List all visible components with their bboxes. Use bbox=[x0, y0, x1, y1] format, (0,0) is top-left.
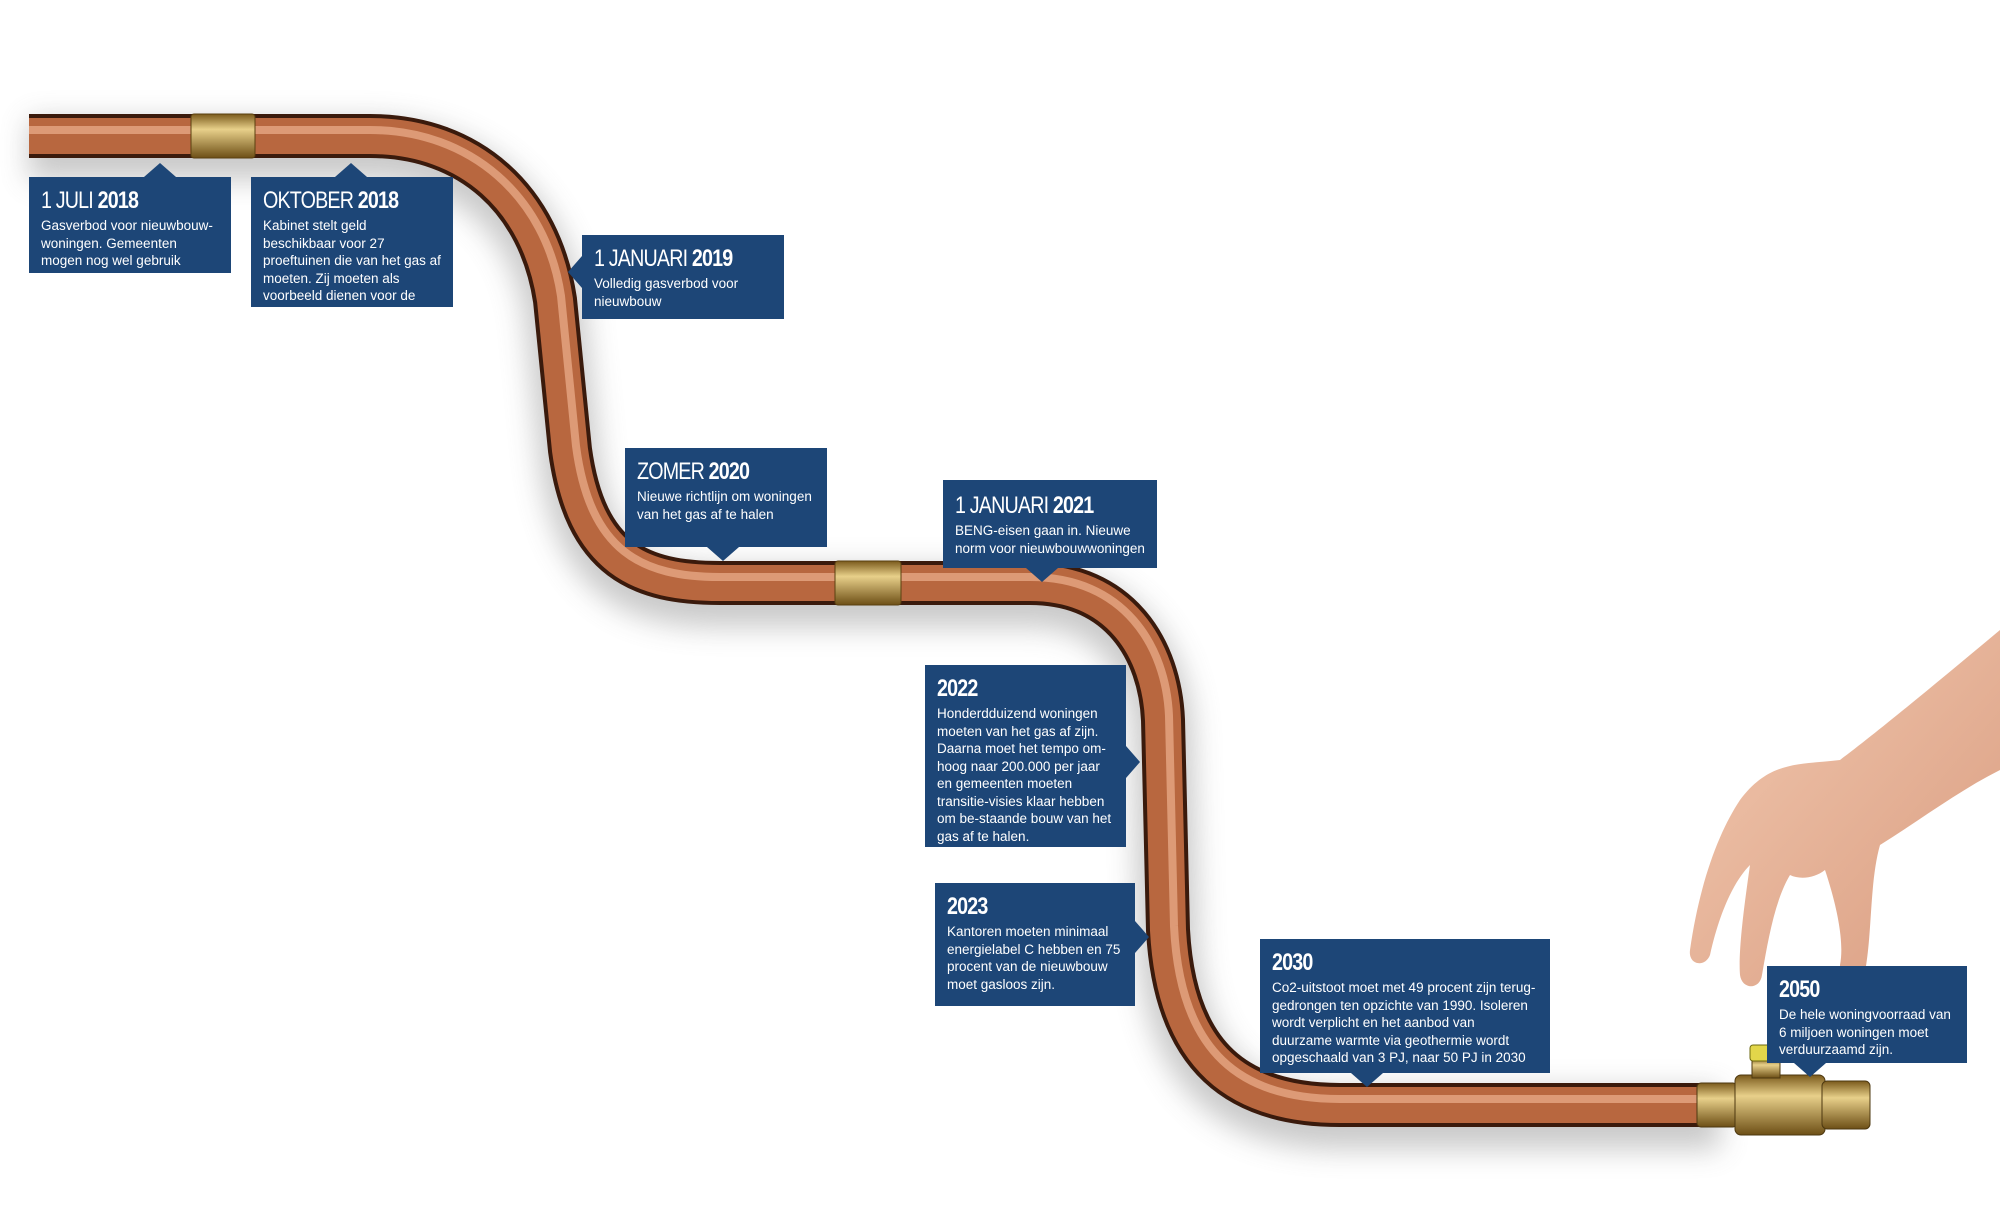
event-date: ZOMER 2020 bbox=[637, 458, 783, 486]
event-description: Volledig gasverbod voor nieuwbouw bbox=[594, 276, 739, 309]
event-description: Co2-uitstoot moet met 49 procent zijn te… bbox=[1272, 980, 1536, 1065]
date-year: 2018 bbox=[357, 187, 399, 214]
pipe-coupling-1 bbox=[190, 113, 256, 159]
pointer bbox=[568, 256, 582, 288]
date-prefix: 1 JANUARI bbox=[955, 492, 1049, 519]
date-prefix: 1 JULI bbox=[41, 187, 94, 214]
event-description: Nieuwe richtlijn om woningen van het gas… bbox=[637, 489, 812, 522]
event-description: De hele woningvoorraad van 6 miljoen won… bbox=[1779, 1007, 1951, 1057]
event-card-2020: ZOMER 2020 Nieuwe richtlijn om woningen … bbox=[625, 448, 827, 561]
date-prefix: 1 JANUARI bbox=[594, 245, 688, 272]
event-date: 2023 bbox=[947, 893, 1091, 921]
event-description: Kantoren moeten minimaal energielabel C … bbox=[947, 924, 1121, 992]
event-card-2022: 2022 Honderdduizend woningen moeten van … bbox=[925, 665, 1140, 847]
pipe-coupling-2 bbox=[834, 560, 902, 606]
event-description: Gasverbod voor nieuwbouw-woningen. Gemee… bbox=[41, 218, 213, 286]
date-year: 2030 bbox=[1272, 949, 1313, 976]
date-year: 2021 bbox=[1052, 492, 1094, 519]
event-date: 2022 bbox=[937, 675, 1082, 703]
pointer bbox=[335, 163, 367, 177]
date-year: 2019 bbox=[691, 245, 733, 272]
event-card-2030: 2030 Co2-uitstoot moet met 49 procent zi… bbox=[1260, 939, 1550, 1087]
event-date: 1 JANUARI 2019 bbox=[594, 245, 740, 273]
date-year: 2023 bbox=[947, 893, 988, 920]
date-prefix: ZOMER bbox=[637, 458, 705, 485]
date-prefix: OKTOBER bbox=[263, 187, 354, 214]
pointer bbox=[144, 163, 176, 177]
event-card-2023: 2023 Kantoren moeten minimaal energielab… bbox=[935, 883, 1149, 1006]
hand-illustration bbox=[1689, 630, 2000, 987]
event-card-2021: 1 JANUARI 2021 BENG-eisen gaan in. Nieuw… bbox=[943, 480, 1157, 582]
event-date: 1 JULI 2018 bbox=[41, 187, 187, 215]
date-year: 2018 bbox=[97, 187, 139, 214]
event-date: 2030 bbox=[1272, 949, 1490, 977]
pointer bbox=[1026, 568, 1058, 582]
pointer bbox=[1351, 1073, 1383, 1087]
pointer bbox=[707, 547, 739, 561]
pointer bbox=[1126, 746, 1140, 778]
event-date: 1 JANUARI 2021 bbox=[955, 492, 1111, 520]
event-card-2019: 1 JANUARI 2019 Volledig gasverbod voor n… bbox=[568, 235, 784, 319]
event-date: 2050 bbox=[1779, 976, 1923, 1004]
event-card-2018-juli: 1 JULI 2018 Gasverbod voor nieuwbouw-won… bbox=[29, 163, 231, 286]
pointer bbox=[1135, 921, 1149, 953]
date-year: 2022 bbox=[937, 675, 978, 702]
event-description: Kabinet stelt geld beschikbaar voor 27 p… bbox=[263, 218, 441, 321]
date-year: 2050 bbox=[1779, 976, 1820, 1003]
event-date: OKTOBER 2018 bbox=[263, 187, 409, 215]
event-description: BENG-eisen gaan in. Nieuwe norm voor nie… bbox=[955, 523, 1145, 556]
date-year: 2020 bbox=[708, 458, 750, 485]
event-card-2050: 2050 De hele woningvoorraad van 6 miljoe… bbox=[1767, 966, 1967, 1077]
event-card-2018-oktober: OKTOBER 2018 Kabinet stelt geld beschikb… bbox=[251, 163, 453, 321]
pointer bbox=[1794, 1063, 1826, 1077]
event-description: Honderdduizend woningen moeten van het g… bbox=[937, 706, 1112, 844]
